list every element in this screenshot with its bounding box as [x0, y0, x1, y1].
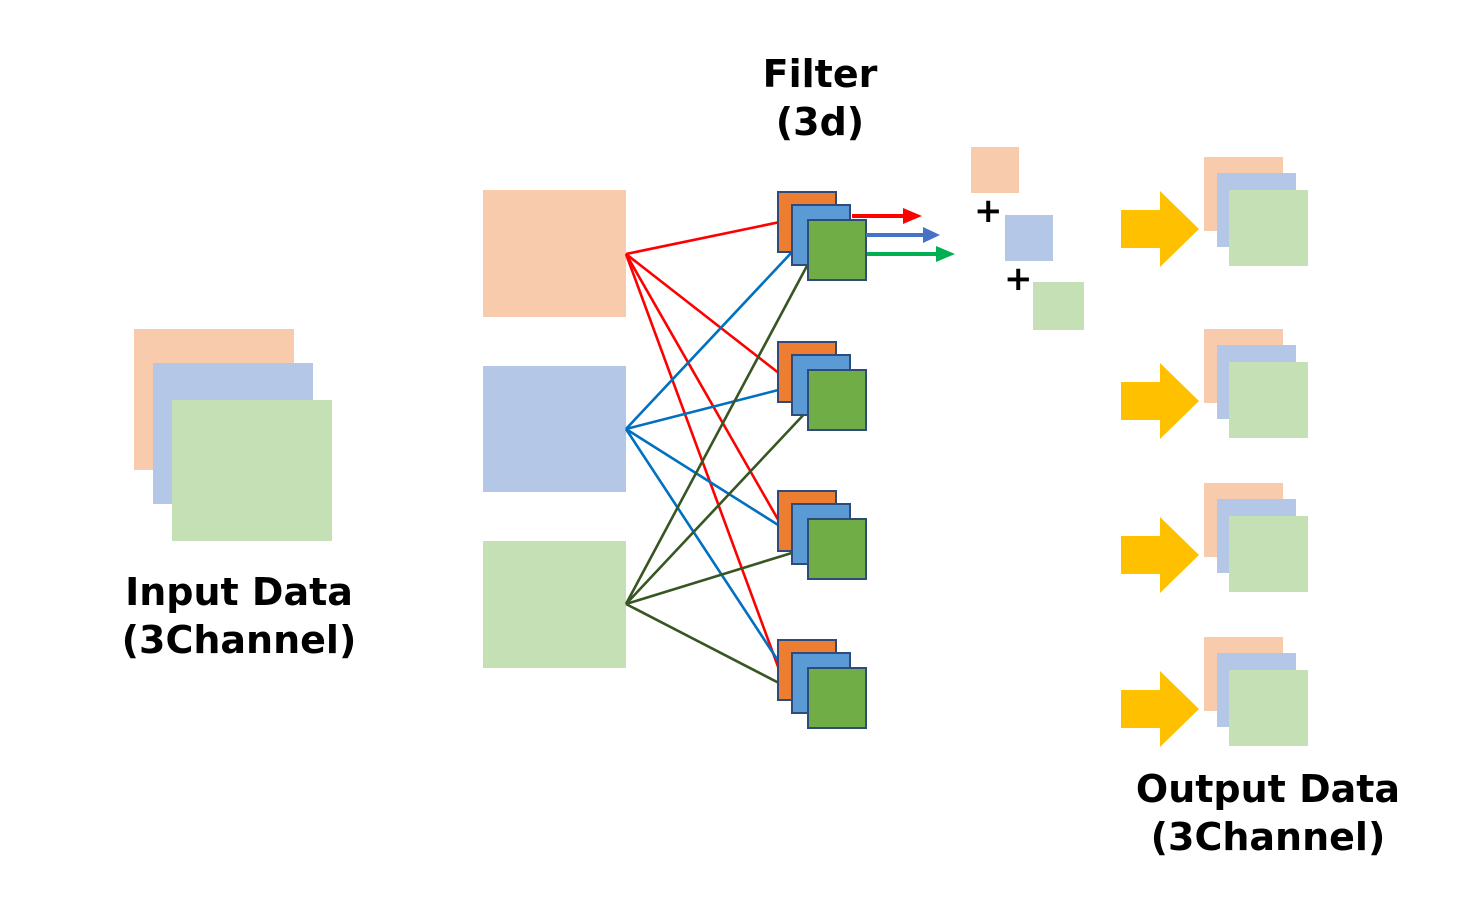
- filter-subtitle: (3d): [775, 100, 865, 144]
- input-subtitle: (3Channel): [121, 618, 357, 662]
- filter-1-slice-3: [807, 219, 867, 281]
- filter-3-slice-3: [807, 518, 867, 580]
- output-map-3-channel-3: [1229, 516, 1308, 592]
- filter-4-slice-3: [807, 667, 867, 729]
- filter-1: [777, 191, 867, 281]
- connection-line-ch1-f1: [625, 220, 781, 256]
- output-title: Output Data: [1135, 767, 1401, 811]
- output-subtitle: (3Channel): [1150, 815, 1386, 859]
- output-map-4-channel-3: [1229, 670, 1308, 746]
- filter-output-arrows: [852, 208, 955, 262]
- block-arrow-icon: [1121, 517, 1199, 593]
- sum-square-2: [1005, 215, 1053, 261]
- filters: [777, 191, 867, 729]
- output-map-2-channel-3: [1229, 362, 1308, 438]
- connection-line-ch3-f1: [624, 263, 810, 605]
- connection-line-ch2-f2: [625, 384, 795, 431]
- connection-line-ch3-f2: [625, 409, 809, 605]
- filter-3: [777, 490, 867, 580]
- sum-square-1: [971, 147, 1019, 193]
- filter-4: [777, 639, 867, 729]
- output-maps: [1121, 157, 1308, 747]
- block-arrow-icon: [1121, 671, 1199, 747]
- connection-line-ch1-f4: [624, 253, 782, 673]
- channel-block-2: [483, 366, 626, 492]
- output-map-1-channel-3: [1229, 190, 1308, 266]
- output-label: Output Data (3Channel): [1128, 765, 1408, 861]
- input-label: Input Data (3Channel): [99, 568, 379, 664]
- blue-arrow: [866, 227, 940, 243]
- filter-2-slice-3: [807, 369, 867, 431]
- filter-label: Filter (3d): [720, 50, 920, 146]
- connection-line-ch1-f3: [624, 253, 782, 524]
- output-map-2: [1121, 329, 1308, 439]
- red-arrow: [852, 208, 922, 224]
- output-map-1: [1121, 157, 1308, 267]
- channel-block-1: [483, 190, 626, 317]
- filter-title: Filter: [762, 52, 878, 96]
- separated-channels: [483, 190, 626, 668]
- connection-line-ch2-f4: [624, 428, 796, 686]
- connection-line-ch1-f2: [625, 252, 781, 376]
- output-map-3: [1121, 483, 1308, 593]
- channel-block-3: [483, 541, 626, 668]
- input-data-stack: [134, 329, 332, 541]
- connection-line-ch2-f3: [625, 427, 795, 537]
- plus-sign-2: +: [1004, 259, 1033, 299]
- summation-squares: [971, 147, 1084, 330]
- filter-2: [777, 341, 867, 431]
- connection-lines: [624, 220, 810, 700]
- block-arrow-icon: [1121, 363, 1199, 439]
- green-arrow: [867, 246, 955, 262]
- connection-line-ch3-f3: [625, 546, 809, 606]
- input-channel-3: [172, 400, 332, 541]
- input-title: Input Data: [125, 570, 353, 614]
- plus-sign-1: +: [974, 191, 1003, 231]
- block-arrow-icon: [1121, 191, 1199, 267]
- output-map-4: [1121, 637, 1308, 747]
- sum-square-3: [1033, 282, 1084, 330]
- connection-line-ch2-f1: [625, 251, 793, 430]
